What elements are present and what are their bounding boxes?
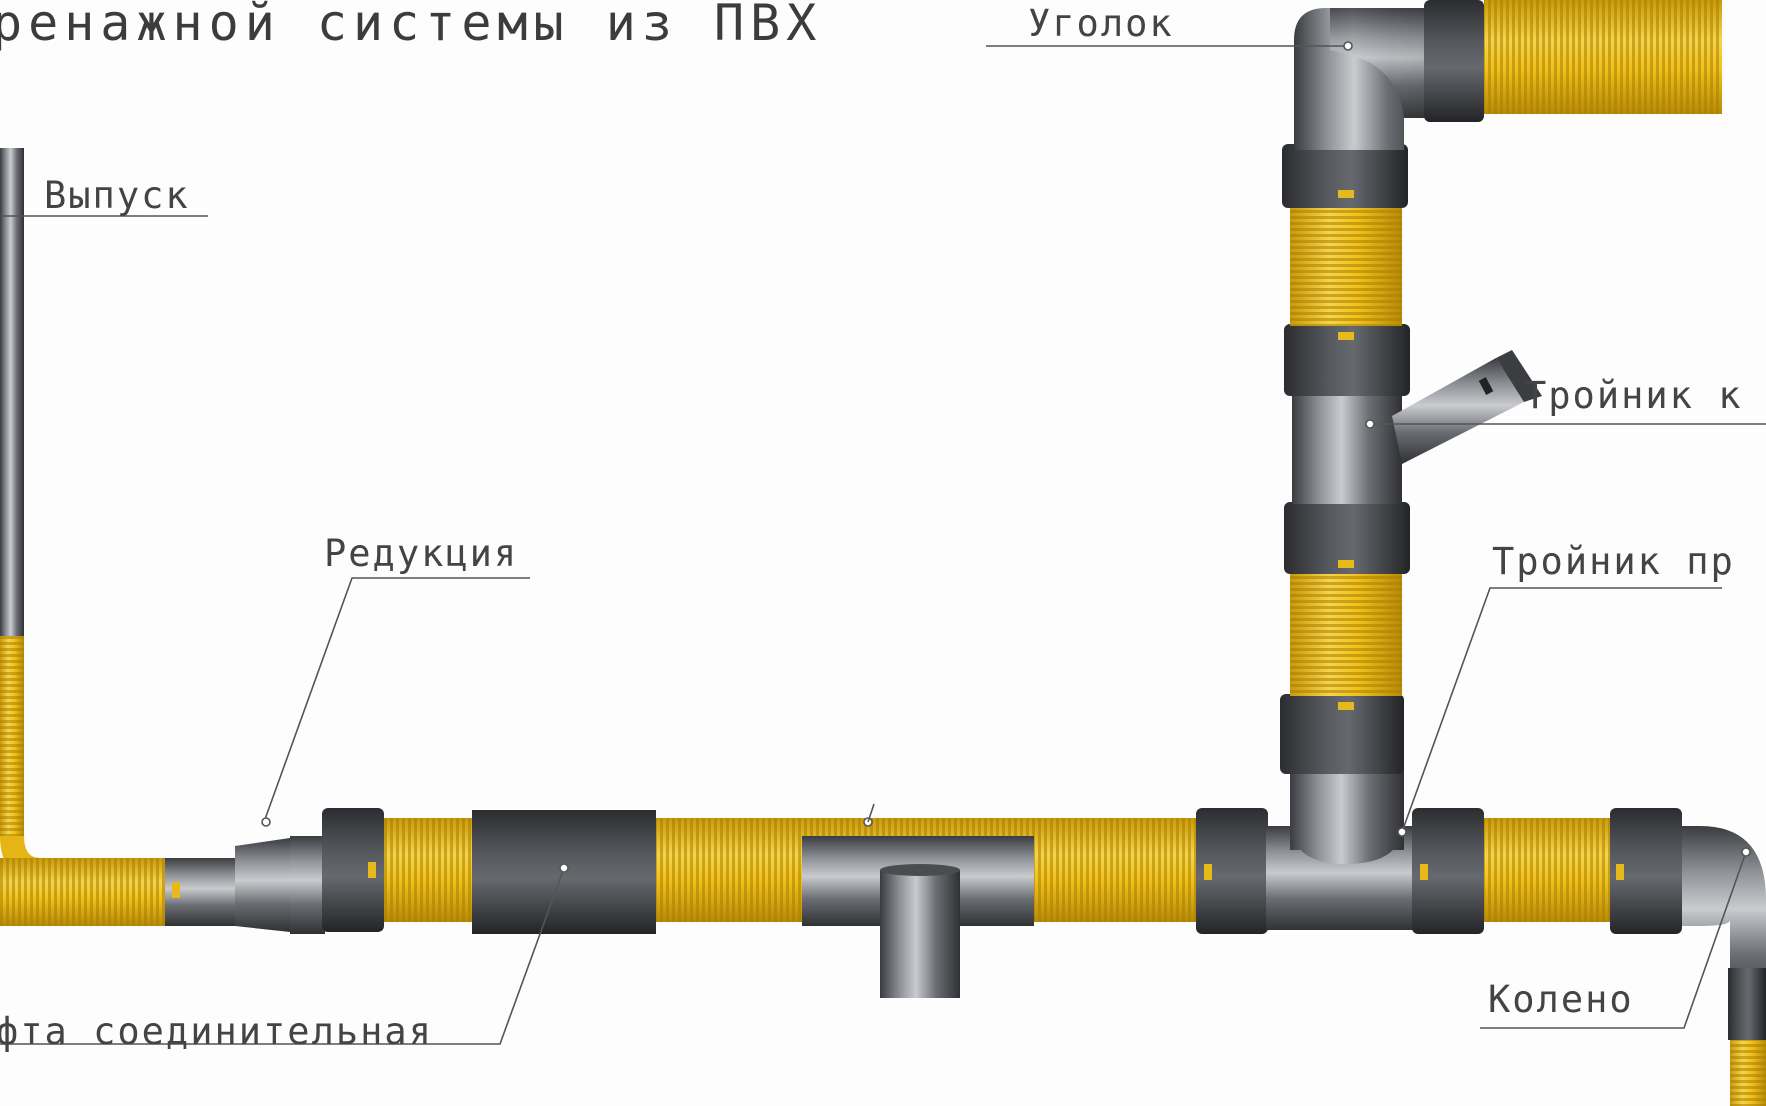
leader-reducer xyxy=(263,577,530,823)
label-outlet: Выпуск xyxy=(44,174,190,217)
fitting-markers xyxy=(172,190,1624,898)
label-tee-angled: Тройник к xyxy=(1524,374,1743,417)
diagram-title: ренажной системы из ПВХ xyxy=(0,0,823,52)
vertical-riser xyxy=(1280,0,1722,864)
outlet-pipe xyxy=(0,148,40,880)
leader-lines xyxy=(0,41,1766,1045)
label-coupling: фта соединительная xyxy=(0,1010,433,1053)
label-tee-straight: Тройник пр xyxy=(1492,540,1735,583)
leader-coupling xyxy=(0,867,565,1045)
main-horizontal-pipe xyxy=(0,808,1766,1106)
label-corner: Уголок xyxy=(1028,2,1174,45)
leader-tee-straight xyxy=(1401,587,1722,833)
label-reducer: Редукция xyxy=(324,532,519,575)
leader-elbow xyxy=(1480,851,1747,1029)
label-elbow: Колено xyxy=(1488,978,1634,1021)
